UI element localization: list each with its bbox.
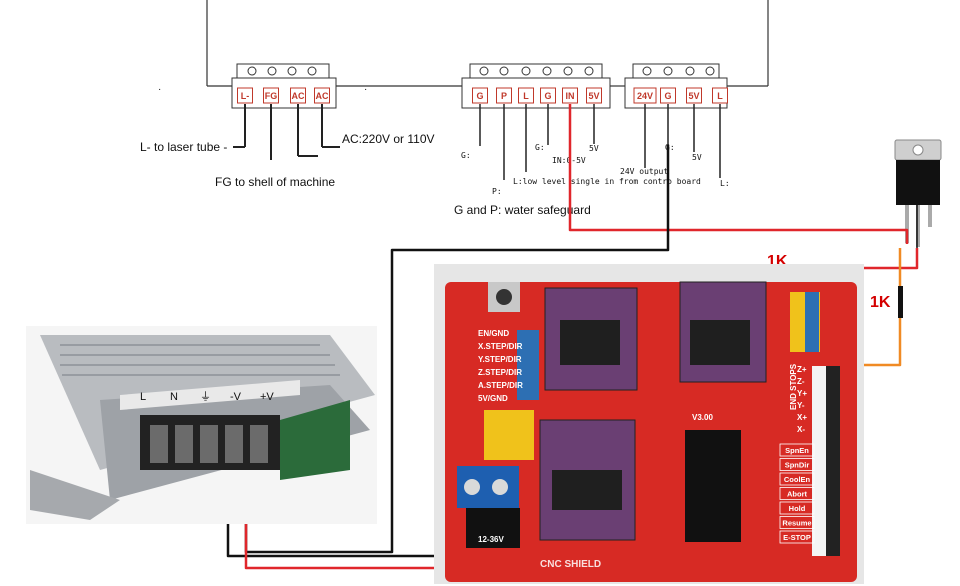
- left-terminal-label: L-: [241, 91, 250, 101]
- cnc-shield-photo: EN/GND X.STEP/DIR Y.STEP/DIR Z.STEP/DIR A.ST…: [434, 264, 864, 584]
- label-mid-l: L:low level single in from contro board: [513, 177, 701, 186]
- board-version: V3.00: [692, 413, 713, 422]
- left-terminal-box: [290, 87, 306, 104]
- left-terminal-box: [237, 87, 253, 104]
- transistor: [894, 139, 942, 247]
- board-button-label: E-STOP: [783, 533, 811, 542]
- mid-terminal-box: [562, 87, 578, 104]
- label-water-safeguard: G and P: water safeguard: [454, 203, 591, 217]
- board-left-pin-label: Z.STEP/DIR: [478, 368, 522, 377]
- mid-terminal-label: IN: [566, 91, 575, 101]
- board-right-pin-label: Z+: [797, 365, 807, 374]
- label-right-5v: 5V: [692, 153, 702, 162]
- board-left-pin-label: A.STEP/DIR: [478, 381, 523, 390]
- label-ac: AC:220V or 110V: [342, 132, 435, 146]
- board-left-pin-label: EN/GND: [478, 329, 509, 338]
- label-right-l: L:: [720, 179, 730, 188]
- board-footer: CNC SHIELD: [540, 559, 601, 570]
- board-left-pin-label: Y.STEP/DIR: [478, 355, 522, 364]
- svg-text:·: ·: [158, 84, 161, 95]
- svg-text:·: ·: [364, 84, 367, 95]
- board-button-box: [779, 530, 815, 544]
- left-terminal-box: [314, 87, 330, 104]
- board-right-pin-label: Y-: [797, 401, 805, 410]
- mid-terminal-box: [586, 87, 602, 104]
- terminal-block-right: 24V G 5V L 24V output G: 5V L:: [620, 63, 730, 188]
- psu-strip-label: N: [170, 391, 178, 403]
- board-button-box: [779, 458, 815, 471]
- board-left-pin-label: X.STEP/DIR: [478, 342, 523, 351]
- board-button-label: SpnEn: [785, 446, 809, 455]
- board-button-label: Abort: [787, 490, 807, 499]
- laser-psu-outline: · ·: [158, 0, 769, 95]
- board-button-label: SpnDir: [785, 461, 810, 470]
- terminal-block-left: L- FG AC AC L- to laser tube - FG to shell …: [140, 63, 435, 189]
- board-button-box: [779, 443, 815, 457]
- psu-photo: L N ⏚ -V +V: [26, 326, 377, 524]
- board-button-label: Resume: [782, 519, 811, 528]
- mid-terminal-label: L: [523, 91, 529, 101]
- mid-terminal-label: P: [501, 91, 507, 101]
- left-terminal-box: [263, 87, 279, 104]
- mid-terminal-label: G: [544, 91, 551, 101]
- board-left-pin-label: 5V/GND: [478, 394, 508, 403]
- board-button-box: [779, 472, 815, 486]
- right-terminal-box: [660, 87, 676, 104]
- psu-strip-label: ⏚: [200, 390, 211, 403]
- left-terminal-label: AC: [292, 91, 305, 101]
- right-terminal-box: [633, 87, 657, 104]
- board-right-pin-label: Y+: [797, 389, 807, 398]
- mid-terminal-box: [518, 87, 534, 104]
- label-mid-g1: G:: [461, 151, 471, 160]
- label-mid-p: P:: [492, 187, 502, 196]
- mid-terminal-label: 5V: [588, 91, 599, 101]
- board-button-box: [779, 487, 815, 500]
- board-right-pin-label: X+: [797, 413, 807, 422]
- label-shell: FG to shell of machine: [215, 175, 335, 189]
- right-terminal-box: [686, 87, 702, 104]
- board-button-label: CoolEn: [784, 475, 811, 484]
- left-terminal-label: AC: [316, 91, 329, 101]
- board-voltage: 12-36V: [478, 535, 504, 544]
- left-terminal-label: FG: [265, 91, 278, 101]
- board-endstops: END STOPS: [789, 363, 798, 410]
- mid-terminal-box: [472, 87, 488, 104]
- board-button-box: [779, 501, 815, 515]
- board-button-box: [779, 516, 815, 529]
- wire-in-red: [568, 104, 909, 244]
- psu-strip-label: -V: [230, 391, 242, 403]
- label-laser-tube: L- to laser tube -: [140, 140, 227, 154]
- psu-strip-label: L: [140, 391, 146, 403]
- right-terminal-label: G: [664, 91, 671, 101]
- mid-terminal-box: [496, 87, 512, 104]
- psu-strip-label: +V: [260, 391, 274, 403]
- label-mid-5v: 5V: [589, 144, 599, 153]
- label-mid-g2: G:: [535, 143, 545, 152]
- right-terminal-label: L: [717, 91, 723, 101]
- resistor-r2-label: 1K: [870, 294, 891, 311]
- right-terminal-label: 5V: [688, 91, 699, 101]
- mid-terminal-box: [540, 87, 556, 104]
- label-right-g: G:: [665, 143, 675, 152]
- board-right-pin-label: X-: [797, 425, 805, 434]
- right-terminal-label: 24V: [637, 91, 653, 101]
- mid-terminal-label: G: [476, 91, 483, 101]
- label-right-24v: 24V output: [620, 167, 668, 176]
- board-right-pin-label: Z-: [797, 377, 805, 386]
- right-terminal-box: [712, 87, 728, 104]
- board-button-label: Hold: [789, 504, 806, 513]
